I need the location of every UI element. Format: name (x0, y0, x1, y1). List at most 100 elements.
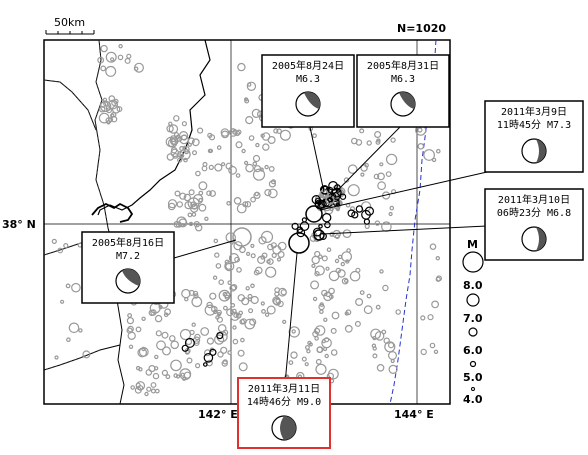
past-quake-marker (182, 376, 187, 381)
past-quake-marker (222, 291, 228, 297)
past-quake-marker (173, 373, 179, 378)
recent-quake-marker (327, 197, 333, 203)
past-quake-marker (304, 362, 309, 367)
focal-mechanism-icon (115, 268, 141, 294)
past-quake-marker (105, 51, 117, 63)
past-quake-marker (330, 327, 337, 334)
past-quake-marker (314, 271, 320, 277)
past-quake-marker (218, 289, 231, 302)
past-quake-marker (232, 129, 238, 135)
past-quake-marker (237, 62, 246, 72)
past-quake-marker (250, 253, 256, 259)
past-quake-marker (264, 164, 269, 170)
past-quake-marker (323, 291, 333, 302)
past-quake-marker (221, 162, 226, 167)
past-quake-marker (251, 108, 261, 119)
count-label: N=1020 (397, 22, 446, 35)
recent-quake-marker (322, 212, 332, 223)
past-quake-marker (253, 191, 261, 199)
past-quake-marker (325, 266, 330, 271)
past-quake-marker (245, 163, 254, 173)
past-quake-marker (145, 369, 153, 376)
past-quake-marker (314, 250, 321, 258)
mainshock-circle (288, 232, 310, 254)
past-quake-marker (220, 346, 228, 354)
past-quake-marker (262, 143, 270, 151)
past-quake-marker (198, 203, 207, 212)
past-quake-marker (109, 57, 115, 62)
past-quake-marker (374, 331, 385, 341)
past-quake-marker (272, 245, 282, 255)
past-quake-marker (209, 190, 217, 197)
past-quake-marker (57, 247, 64, 254)
past-quake-marker (240, 318, 247, 325)
past-quake-marker (377, 181, 387, 191)
past-quake-marker (431, 157, 437, 163)
past-quake-marker (222, 305, 228, 311)
past-quake-marker (328, 294, 334, 300)
past-quake-marker (170, 146, 178, 154)
past-quake-marker (377, 172, 385, 181)
lon-label-142: 142° E (198, 408, 238, 421)
past-quake-marker (252, 168, 266, 181)
past-quake-marker (314, 265, 325, 276)
past-quake-marker (216, 309, 222, 316)
past-quake-marker (330, 349, 338, 356)
recent-quake-marker (299, 221, 310, 231)
legend-label-5: 5.0 (463, 371, 483, 384)
past-quake-marker (150, 388, 156, 394)
past-quake-marker (169, 135, 177, 143)
past-quake-marker (169, 335, 176, 342)
past-quake-marker (229, 284, 237, 292)
past-quake-marker (375, 139, 381, 145)
past-quake-marker (207, 132, 213, 138)
event-box-20050824: 2005年8月24日 M6.3 (261, 54, 355, 128)
event-box-20110309: 2011年3月9日 11時45分 M7.3 (484, 100, 584, 173)
past-quake-marker (166, 153, 174, 161)
past-quake-marker (260, 301, 265, 306)
recent-quake-marker (318, 224, 323, 229)
prefecture-borders (43, 39, 109, 371)
past-quake-marker (254, 266, 263, 275)
major-events (232, 189, 335, 254)
past-quake-marker (234, 256, 241, 263)
past-quake-marker (435, 276, 441, 282)
past-quake-marker (244, 200, 252, 208)
past-quake-marker (347, 164, 358, 174)
past-quake-marker (334, 234, 340, 240)
event-box-line2: 14時46分 M9.0 (247, 396, 321, 408)
past-quake-marker (188, 289, 195, 296)
past-quake-marker (337, 254, 343, 260)
past-quake-marker (306, 349, 311, 354)
past-quake-marker (126, 317, 134, 325)
past-quake-marker (271, 179, 277, 185)
past-quake-marker (253, 269, 260, 276)
scale-label: 50km (54, 16, 85, 29)
past-quake-marker (168, 121, 173, 127)
recent-quake-marker (209, 348, 217, 356)
past-quake-marker (318, 303, 325, 311)
past-quake-marker (161, 369, 168, 376)
past-quake-marker (117, 54, 124, 61)
past-quake-marker (105, 107, 112, 114)
past-quake-marker (138, 347, 149, 357)
past-quake-marker (267, 243, 274, 251)
past-quake-marker (183, 157, 188, 163)
past-quake-marker (215, 263, 222, 269)
past-quake-marker (198, 197, 203, 203)
past-quake-marker (366, 140, 372, 146)
legend-label-6: 6.0 (463, 344, 483, 357)
pacific-coastline (97, 39, 211, 216)
past-quake-marker (226, 308, 234, 317)
past-quake-marker (154, 314, 163, 323)
past-quake-marker (328, 287, 335, 295)
past-quake-marker (100, 44, 108, 53)
past-quake-marker (152, 372, 160, 380)
past-quake-marker (423, 149, 436, 161)
past-quake-marker (264, 189, 272, 197)
past-quake-marker (128, 344, 134, 349)
past-quake-marker (144, 391, 149, 397)
past-quake-marker (310, 280, 320, 290)
recent-quake-marker (301, 217, 307, 223)
past-quake-marker (359, 128, 365, 134)
